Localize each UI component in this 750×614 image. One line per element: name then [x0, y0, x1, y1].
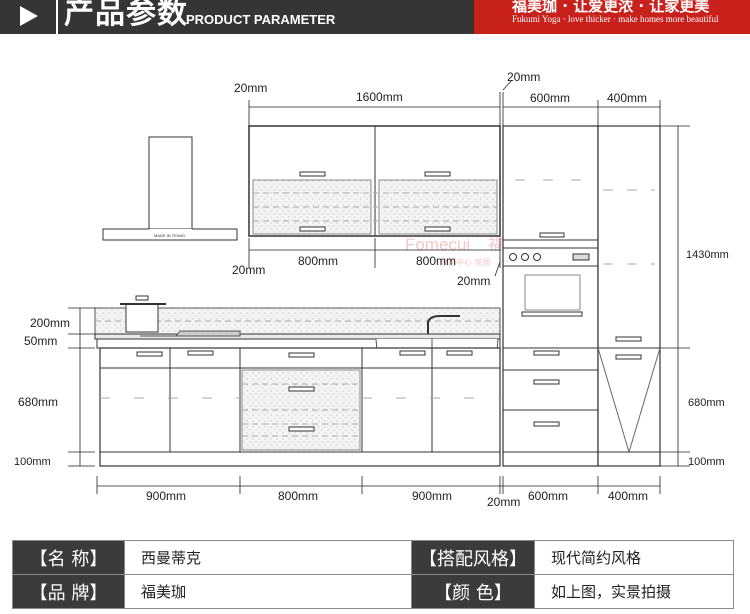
brand-slogan-en: Fukumi Yoga · love thicker · make homes …	[512, 14, 719, 24]
spec-row-2: 【品 牌】 福美珈 【颜 色】 如上图，实景拍摄	[12, 574, 734, 609]
dim-counter: 50mm	[24, 334, 57, 348]
dim-plinth-left: 100mm	[14, 456, 51, 468]
watermark-en: Fomecui	[405, 235, 470, 254]
dim-upper-left-gap: 20mm	[232, 263, 265, 277]
dim-top-left-gap: 20mm	[234, 81, 267, 95]
spec-row-1: 【名 称】 西曼蒂克 【搭配风格】 现代简约风格	[12, 540, 734, 575]
range-hood: MADE IN TEWAY	[102, 136, 238, 241]
tall-cabinet	[502, 125, 599, 467]
name-label: 【名 称】	[12, 540, 125, 575]
hood-label: MADE IN TEWAY	[154, 233, 186, 238]
color-value: 如上图，实景拍摄	[534, 574, 734, 609]
faucet	[427, 315, 460, 334]
dim-backsplash: 200mm	[30, 316, 70, 330]
play-arrow-icon	[20, 6, 38, 26]
watermark-sub: 家居中心·家居	[440, 257, 491, 267]
brand-block	[474, 0, 750, 34]
color-label: 【颜 色】	[411, 574, 535, 609]
page-title-en: PRODUCT PARAMETER	[186, 12, 336, 27]
name-value: 西曼蒂克	[124, 540, 412, 575]
dim-upper-mid-gap: 20mm	[457, 274, 490, 288]
dim-right-width-top: 400mm	[607, 91, 647, 105]
dim-base-height-right: 680mm	[688, 397, 725, 409]
pot	[120, 295, 166, 333]
dimension-labels: 20mm 1600mm 20mm 600mm 400mm 20mm 800mm …	[14, 70, 729, 509]
dimension-lines	[68, 79, 690, 494]
brand-value: 福美珈	[124, 574, 412, 609]
cooktop	[140, 330, 241, 337]
base-cabinets	[99, 347, 501, 467]
spec-table: 【名 称】 西曼蒂克 【搭配风格】 现代简约风格 【品 牌】 福美珈 【颜 色】…	[12, 540, 734, 609]
dim-upper-width: 1600mm	[356, 90, 403, 104]
dim-tall-height: 1430mm	[686, 249, 729, 261]
kitchen-diagram: Fomecui 福美珈 家居中心·家居 MADE IN TEWAY	[14, 70, 729, 509]
dim-top-gap: 20mm	[507, 70, 540, 84]
dim-base-2: 800mm	[278, 489, 318, 503]
header-banner: 产品参数 PRODUCT PARAMETER 福美珈 · 让爱更浓 · 让家更美…	[0, 0, 750, 34]
banner-divider	[56, 0, 58, 34]
brand-label: 【品 牌】	[12, 574, 125, 609]
dim-base-3: 900mm	[412, 489, 452, 503]
dim-base-1: 900mm	[146, 489, 186, 503]
pantry-cabinet	[597, 125, 661, 467]
dim-plinth-right: 100mm	[688, 456, 725, 468]
style-value: 现代简约风格	[534, 540, 734, 575]
brand-slogan-cn: 福美珈 · 让爱更浓 · 让家更美	[512, 0, 710, 15]
page-title-cn: 产品参数	[64, 0, 188, 31]
dim-upper-unit-2: 800mm	[416, 254, 456, 268]
style-label: 【搭配风格】	[411, 540, 535, 575]
dim-tall-width-top: 600mm	[530, 91, 570, 105]
dim-base-height-left: 680mm	[18, 395, 58, 409]
dim-right-width-bottom: 400mm	[608, 489, 648, 503]
countertop	[94, 307, 501, 349]
dim-tall-width-bottom: 600mm	[528, 489, 568, 503]
upper-cabinets	[248, 125, 501, 237]
dim-upper-unit-1: 800mm	[298, 254, 338, 268]
dim-base-gap: 20mm	[487, 495, 520, 509]
